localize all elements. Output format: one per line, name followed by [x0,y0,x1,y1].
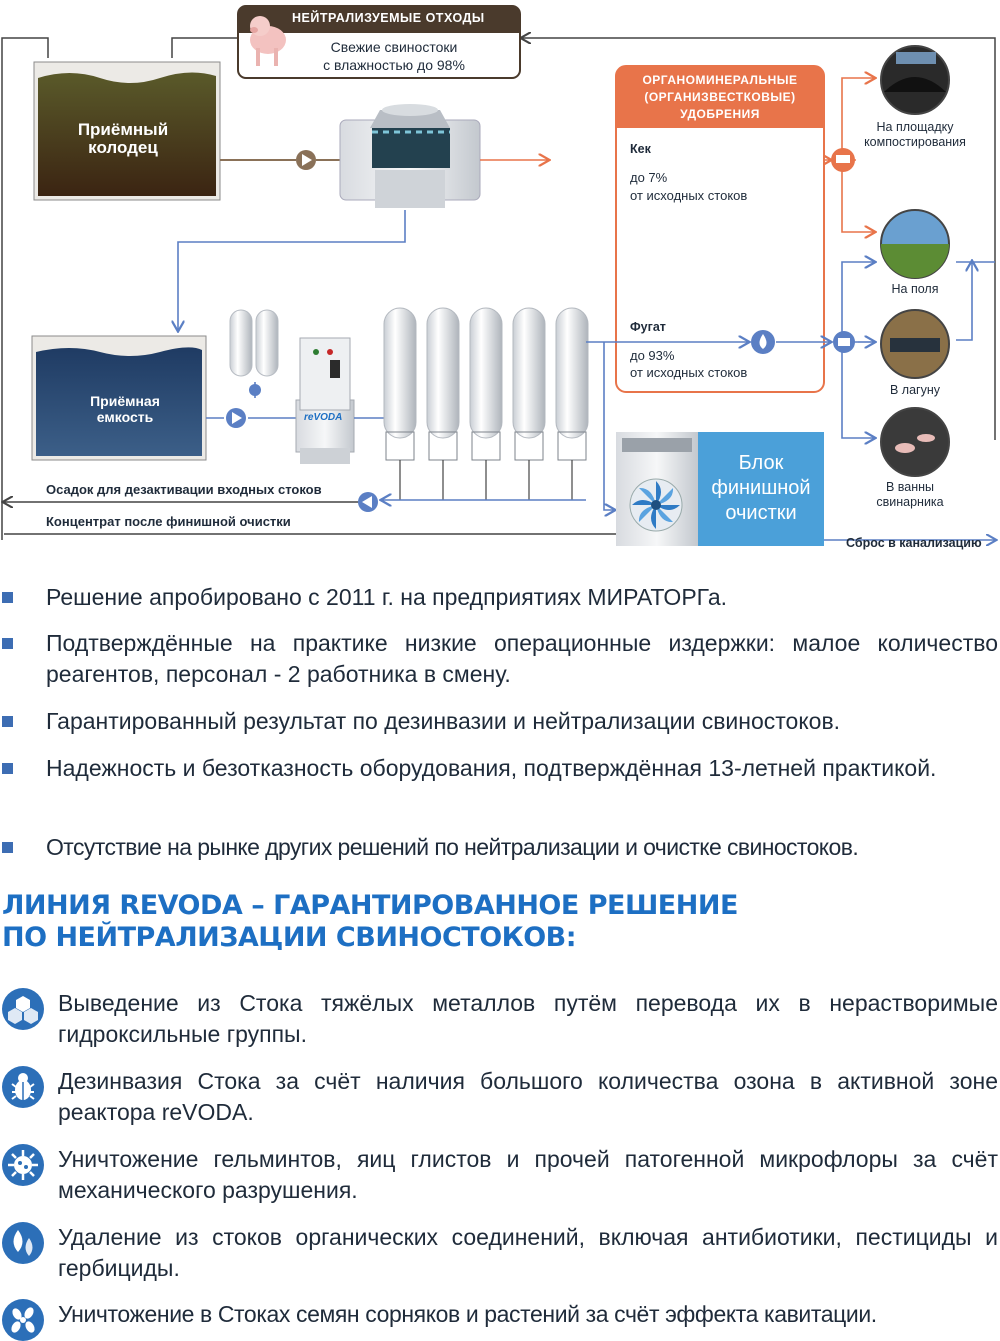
cake-value-1: до 7% [630,170,668,185]
sewer-label: Сброс в канализацию [846,536,982,550]
bullet-text: Решение апробировано с 2011 г. на предпр… [46,584,728,610]
revoda-reactor [295,337,355,464]
pigsty-label-2: свинарника [876,495,944,509]
fert-title-2: (ОРГАНИЗВЕСТКОВЫЕ) [644,90,796,104]
filter-column [555,307,589,500]
fertilizer-box [615,65,825,393]
bullet-text: Подтверждённые на практике низкие операц… [46,630,998,687]
well-label-2: колодец [88,138,158,157]
sediment-label: Осадок для дезактивации входных стоков [46,482,322,497]
fert-title-1: ОРГАНОМИНЕРАЛЬНЫЕ [642,73,798,87]
destination-lagoon [880,309,950,379]
pig-icon [250,16,286,66]
tank-label-2: емкость [96,409,154,425]
filter-columns [383,307,589,500]
lagoon-label: В лагуну [889,383,941,397]
pigsty-label-1: В ванны [885,480,935,494]
waste-desc-1: Свежие свиностоки [330,39,458,55]
destination-compost [880,45,950,115]
filter-column [383,307,417,500]
heading-line-2: ПО НЕЙТРАЛИЗАЦИИ СВИНОСТОКОВ: [2,922,577,953]
destination-fields [880,209,950,279]
destination-pigsty [880,407,950,477]
feature-text: Удаление из стоков органических соединен… [58,1224,998,1281]
section-heading: ЛИНИЯ REVODA – ГАРАНТИРОВАННОЕ РЕШЕНИЕ П… [2,890,738,954]
final-label-2: финишной [711,477,811,499]
gas-cylinders [229,309,279,377]
bullet-text: Отсутствие на рынке других решений по не… [46,834,859,860]
fan-icon [629,478,683,532]
bug-icon [2,1066,44,1108]
waste-title: НЕЙТРАЛИЗУЕМЫЕ ОТХОДЫ [292,11,485,25]
compost-label-1: На площадку [876,120,954,134]
compost-label-2: компостирования [864,135,966,149]
seeds-icon [2,1299,44,1341]
final-label-3: очистки [725,502,797,524]
feature-text: Дезинвазия Стока за счёт наличия большог… [58,1068,998,1125]
fert-title-3: УДОБРЕНИЯ [680,107,760,121]
brand-mark: reVODA [304,412,343,423]
tank-label-1: Приёмная [90,393,160,409]
waste-box [237,5,521,79]
separator-unit [339,104,481,208]
fugat-value-2: от исходных стоков [630,365,748,380]
receiving-tank [31,335,207,461]
concentrate-label: Концентрат после финишной очистки [46,514,291,529]
heading-line-1: ЛИНИЯ REVODA – ГАРАНТИРОВАННОЕ РЕШЕНИЕ [2,890,738,921]
bullet-text: Надежность и безотказность оборудования,… [46,755,937,781]
receiving-well [33,61,221,201]
fields-label: На поля [891,282,939,296]
filter-column [512,307,546,500]
filter-column [469,307,503,500]
feature-text: Выведение из Стока тяжёлых металлов путё… [58,990,998,1047]
molecule-icon [2,988,44,1030]
final-cleaning-block [616,432,824,546]
cake-label: Кек [630,142,651,156]
fugat-value-1: до 93% [630,348,675,363]
fugat-label: Фугат [630,320,666,334]
feature-text: Уничтожение гельминтов, яиц глистов и пр… [58,1146,998,1203]
well-label-1: Приёмный [77,120,169,139]
virus-icon [2,1144,44,1186]
waste-desc-2: с влажностью до 98% [323,57,465,73]
feature-text: Уничтожение в Стоках семян сорняков и ра… [58,1301,877,1327]
filter-column [426,307,460,500]
process-scheme [0,5,1000,546]
cake-value-2: от исходных стоков [630,188,748,203]
bullet-text: Гарантированный результат по дезинвазии … [46,708,841,734]
drops-icon [2,1222,44,1264]
final-label-1: Блок [738,452,784,474]
